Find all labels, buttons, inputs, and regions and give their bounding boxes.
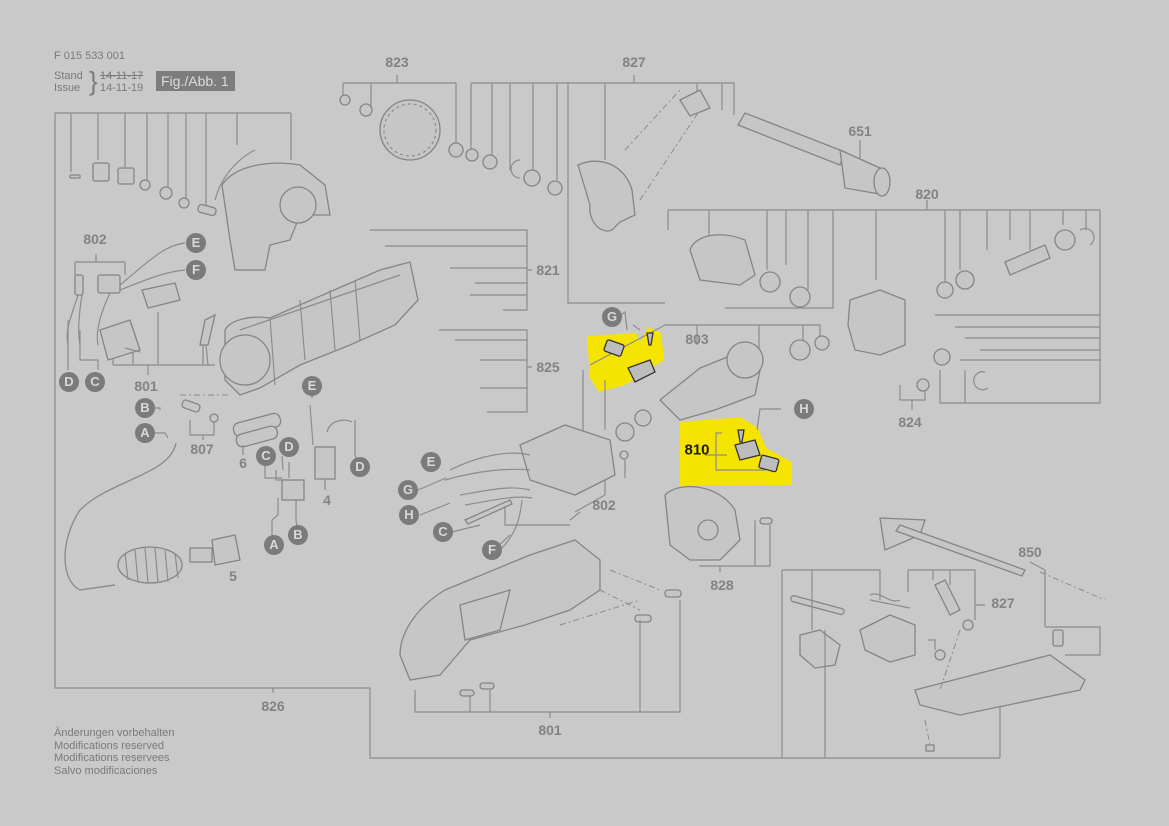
part-number-803[interactable]: 803 [685, 331, 709, 347]
part-number-823[interactable]: 823 [385, 54, 409, 70]
armature [615, 335, 830, 460]
part-number-810[interactable]: 810 [684, 441, 710, 459]
part-number-825[interactable]: 825 [536, 359, 560, 375]
part-number-651[interactable]: 651 [848, 123, 872, 139]
part-number-827-bottom[interactable]: 827 [991, 595, 1015, 611]
brush-holder-lower [705, 429, 780, 473]
part-number-801-left[interactable]: 801 [134, 378, 158, 394]
part-number-824[interactable]: 824 [898, 414, 922, 430]
brush-holder-upper [603, 332, 656, 383]
connector-label-d: D [350, 457, 370, 477]
connector-label-g: G [398, 480, 418, 500]
stand-label: Stand [54, 70, 83, 82]
part-number-802-mid[interactable]: 802 [592, 497, 616, 513]
connector-label-e: E [186, 233, 206, 253]
part-number-820[interactable]: 820 [915, 186, 939, 202]
terminal-block [281, 479, 305, 501]
connector-label-c: C [256, 446, 276, 466]
part-number-826[interactable]: 826 [261, 698, 285, 714]
switch [314, 446, 336, 480]
saw-blade [339, 94, 441, 161]
connector-label-g: G [602, 307, 622, 327]
gear-housing [689, 227, 1095, 392]
spindle-651 [737, 112, 891, 197]
connector-label-c: C [433, 522, 453, 542]
connector-label-b: B [135, 398, 155, 418]
base-plate-850 [781, 517, 1106, 758]
new-date: 14-11-19 [100, 82, 144, 94]
old-date: 14-11-17 [100, 70, 144, 82]
stand-issue-labels: Stand Issue [54, 70, 83, 94]
part-number-802-left[interactable]: 802 [83, 231, 107, 247]
notice-line-de: Änderungen vorbehalten [54, 727, 175, 739]
connector-label-c: C [85, 372, 105, 392]
blade-guard [577, 160, 636, 232]
part-number-801-bottom[interactable]: 801 [538, 722, 562, 738]
part-number-5[interactable]: 5 [229, 568, 237, 584]
connector-label-f: F [482, 540, 502, 560]
part-number-6[interactable]: 6 [239, 455, 247, 471]
connector-label-e: E [302, 376, 322, 396]
date-block: 14-11-17 14-11-19 [100, 70, 143, 94]
part-number-807[interactable]: 807 [190, 441, 214, 457]
part-number-821[interactable]: 821 [536, 262, 560, 278]
part-number-850[interactable]: 850 [1018, 544, 1042, 560]
washer-set [448, 142, 563, 196]
connector-label-a: A [264, 535, 284, 555]
lower-guard-828 [664, 485, 773, 572]
frame-826 [54, 113, 1001, 759]
notice-line-es: Salvo modificaciones [54, 764, 158, 777]
suppressor-802 [66, 242, 216, 366]
connector-label-e: E [421, 452, 441, 472]
connector-label-h: H [399, 505, 419, 525]
power-plug [117, 534, 241, 584]
brace-symbol: } [89, 66, 98, 96]
lower-housing [399, 539, 682, 718]
connector-label-b: B [288, 525, 308, 545]
part-number-827[interactable]: 827 [622, 54, 646, 70]
issue-label: Issue [54, 82, 81, 94]
modifications-notice: Änderungen vorbehalten Modifications res… [54, 727, 174, 777]
part-number-4[interactable]: 4 [323, 492, 331, 508]
notice-line-en: Modifications reserved [54, 739, 165, 752]
connector-label-a: A [135, 423, 155, 443]
connector-label-f: F [186, 260, 206, 280]
main-housing [219, 261, 419, 396]
connector-label-d: D [279, 437, 299, 457]
connector-label-h: H [794, 399, 814, 419]
connector-label-d: D [59, 372, 79, 392]
field-stator [444, 424, 626, 551]
motor-cover-top [214, 149, 331, 271]
notice-line-fr: Modifications reservees [54, 752, 170, 764]
figure-badge: Fig./Abb. 1 [156, 71, 235, 91]
small-parts-top-left [69, 162, 217, 217]
capacitor [232, 412, 282, 448]
part-number-828[interactable]: 828 [710, 577, 734, 593]
document-number: F 015 533 001 [54, 50, 125, 62]
